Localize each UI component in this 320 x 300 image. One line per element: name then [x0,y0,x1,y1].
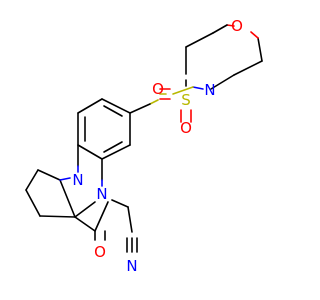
bond [212,24,228,34]
molecule-diagram: O N S O O N N O N [25,17,263,275]
bond [101,98,131,114]
bond [127,206,133,233]
bond [74,201,96,218]
bond [77,144,103,160]
bond [210,74,235,90]
bond [59,179,76,218]
atom-sulfur: S [181,91,191,109]
bond [226,24,235,27]
bond [172,86,194,95]
bond [103,141,123,153]
atom-nitrile-nitrogen: N [126,257,137,275]
bond [192,86,204,90]
structure-svg: O N S O O N N O N [25,17,263,275]
bond [149,99,159,105]
bond [77,98,103,114]
bond [129,103,151,114]
bond [103,105,123,117]
bond [37,169,61,181]
bond [59,177,71,181]
bond [25,169,39,191]
bond [185,32,214,48]
bond [74,216,96,232]
atom-sulfonyl-oxygen-bottom: O [180,119,192,137]
atom-carbonyl-oxygen: O [94,243,106,261]
bond [39,215,76,218]
atom-morpholine-nitrogen: N [204,81,215,99]
bond [25,189,41,217]
atom-sulfonyl-oxygen-left: O [152,80,164,98]
bond [250,31,259,39]
bond [94,201,109,232]
bond [101,144,131,160]
atom-ring-nitrogen-lower: N [96,185,107,203]
bond [111,199,129,208]
bond [233,60,263,76]
atom-labels: O N S O O N N O N [72,17,243,275]
bond [257,37,263,62]
atom-ring-nitrogen-upper: N [72,171,83,189]
bonds [25,24,263,253]
atom-morpholine-oxygen: O [231,17,243,35]
